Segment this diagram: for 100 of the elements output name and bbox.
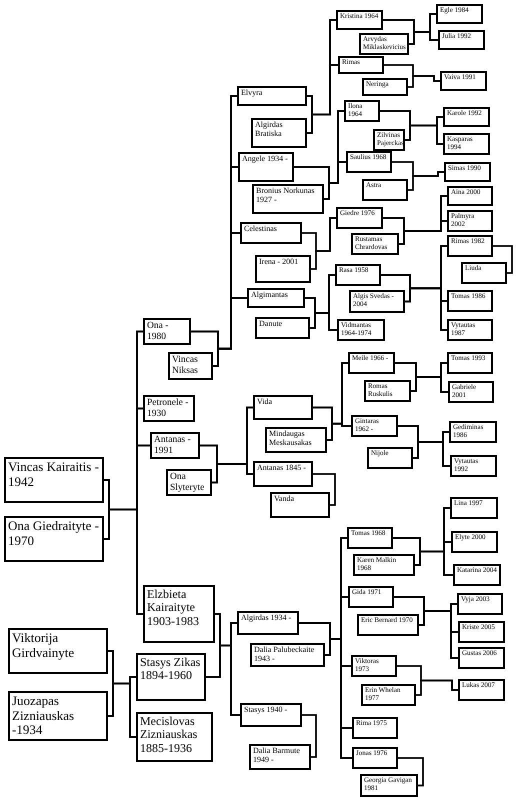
person-box: [143, 318, 191, 346]
person-box: [438, 30, 485, 50]
person-name: Angele 1934 -: [242, 155, 289, 164]
person-box: [364, 380, 411, 402]
person-name: Antanas - 1991: [154, 435, 192, 456]
person-box: [346, 151, 392, 173]
connector-line: [212, 463, 253, 484]
person-box: [4, 457, 104, 503]
person-box: [270, 492, 330, 518]
connector-line: [398, 757, 424, 786]
person-box: [447, 186, 493, 206]
person-box: [447, 210, 493, 232]
person-box: [8, 691, 108, 741]
person-box: [249, 744, 311, 770]
person-box: [451, 531, 498, 553]
person-box: [237, 86, 307, 106]
person-box: [448, 381, 494, 403]
person-name: Ona - 1980: [147, 321, 170, 342]
person-name: Elzbieta Kairaityte 1903-1983: [147, 588, 200, 628]
person-box: [237, 611, 299, 635]
person-box: [447, 352, 493, 374]
connector-line: [415, 550, 453, 576]
person-box: [336, 10, 383, 30]
person-box: [136, 653, 206, 701]
connector-line: [311, 217, 336, 270]
person-box: [440, 71, 487, 91]
connector-line: [413, 441, 450, 467]
connector-line: [405, 124, 443, 145]
connector-line: [327, 422, 351, 441]
person-box: [444, 162, 491, 182]
person-box: [367, 447, 413, 469]
person-name: Viktorija Girdvainyte: [12, 631, 76, 660]
person-name: Mindaugas Meskausakas: [269, 430, 313, 448]
person-box: [361, 684, 416, 706]
person-box: [362, 78, 408, 96]
person-box: [250, 643, 325, 667]
person-box: [136, 712, 213, 762]
person-box: [357, 614, 419, 636]
person-name: Ona Giedraityte - 1970: [8, 519, 100, 548]
connector-line: [324, 161, 346, 200]
connector-line: [108, 682, 136, 738]
person-name: Juozapas Zizniauskas -1934: [12, 694, 76, 738]
person-box: [265, 427, 327, 453]
person-box: [247, 288, 305, 308]
person-box: [360, 774, 418, 797]
person-box: [253, 461, 313, 487]
person-box: [449, 421, 497, 443]
person-box: [447, 235, 493, 257]
person-name: Ona Slyteryte: [170, 472, 206, 494]
person-name: Algirdas 1934 -: [241, 614, 292, 623]
person-box: [461, 262, 507, 284]
person-box: [337, 319, 385, 341]
person-box: [458, 679, 505, 701]
person-box: [453, 564, 501, 586]
person-name: Algirdas Bratiska: [255, 121, 284, 139]
person-box: [143, 585, 215, 643]
person-box: [450, 455, 497, 477]
person-box: [359, 33, 409, 55]
person-box: [353, 554, 415, 576]
person-box: [253, 395, 313, 420]
person-name: Vida: [257, 398, 274, 407]
person-name: Celestinas: [244, 225, 278, 234]
connector-line: [206, 644, 240, 716]
person-box: [349, 290, 405, 313]
person-name: Dalia Barmute 1949 -: [253, 747, 301, 765]
person-name: Algimantas: [251, 291, 289, 300]
person-box: [443, 133, 490, 155]
person-box: [373, 129, 405, 151]
person-box: [347, 527, 393, 549]
person-box: [168, 352, 213, 380]
person-name: Vanda: [274, 495, 295, 504]
connector-line: [405, 287, 447, 331]
person-box: [335, 264, 381, 286]
person-box: [252, 184, 324, 214]
person-box: [447, 319, 493, 341]
person-box: [352, 747, 398, 769]
connector-line: [408, 171, 444, 191]
person-box: [255, 317, 310, 339]
person-box: [338, 56, 384, 74]
person-box: [351, 415, 398, 437]
person-box: [458, 647, 505, 669]
person-box: [447, 290, 493, 312]
connector-line: [213, 297, 247, 367]
person-name: Stasys Zikas 1894-1960: [140, 656, 202, 683]
connector-line: [313, 473, 336, 506]
connector-line: [104, 508, 143, 615]
connector-line: [419, 610, 458, 659]
person-box: [8, 628, 108, 674]
connector-line: [302, 714, 317, 758]
person-box: [251, 118, 307, 148]
person-box: [240, 703, 302, 727]
person-box: [4, 516, 104, 562]
person-box: [443, 107, 490, 127]
person-box: [238, 152, 294, 182]
connector-line: [416, 680, 458, 696]
person-box: [450, 497, 498, 519]
connector-line: [493, 245, 513, 274]
person-box: [348, 586, 394, 608]
connector-line: [409, 31, 438, 45]
person-name: Stasys 1940 -: [244, 706, 288, 715]
